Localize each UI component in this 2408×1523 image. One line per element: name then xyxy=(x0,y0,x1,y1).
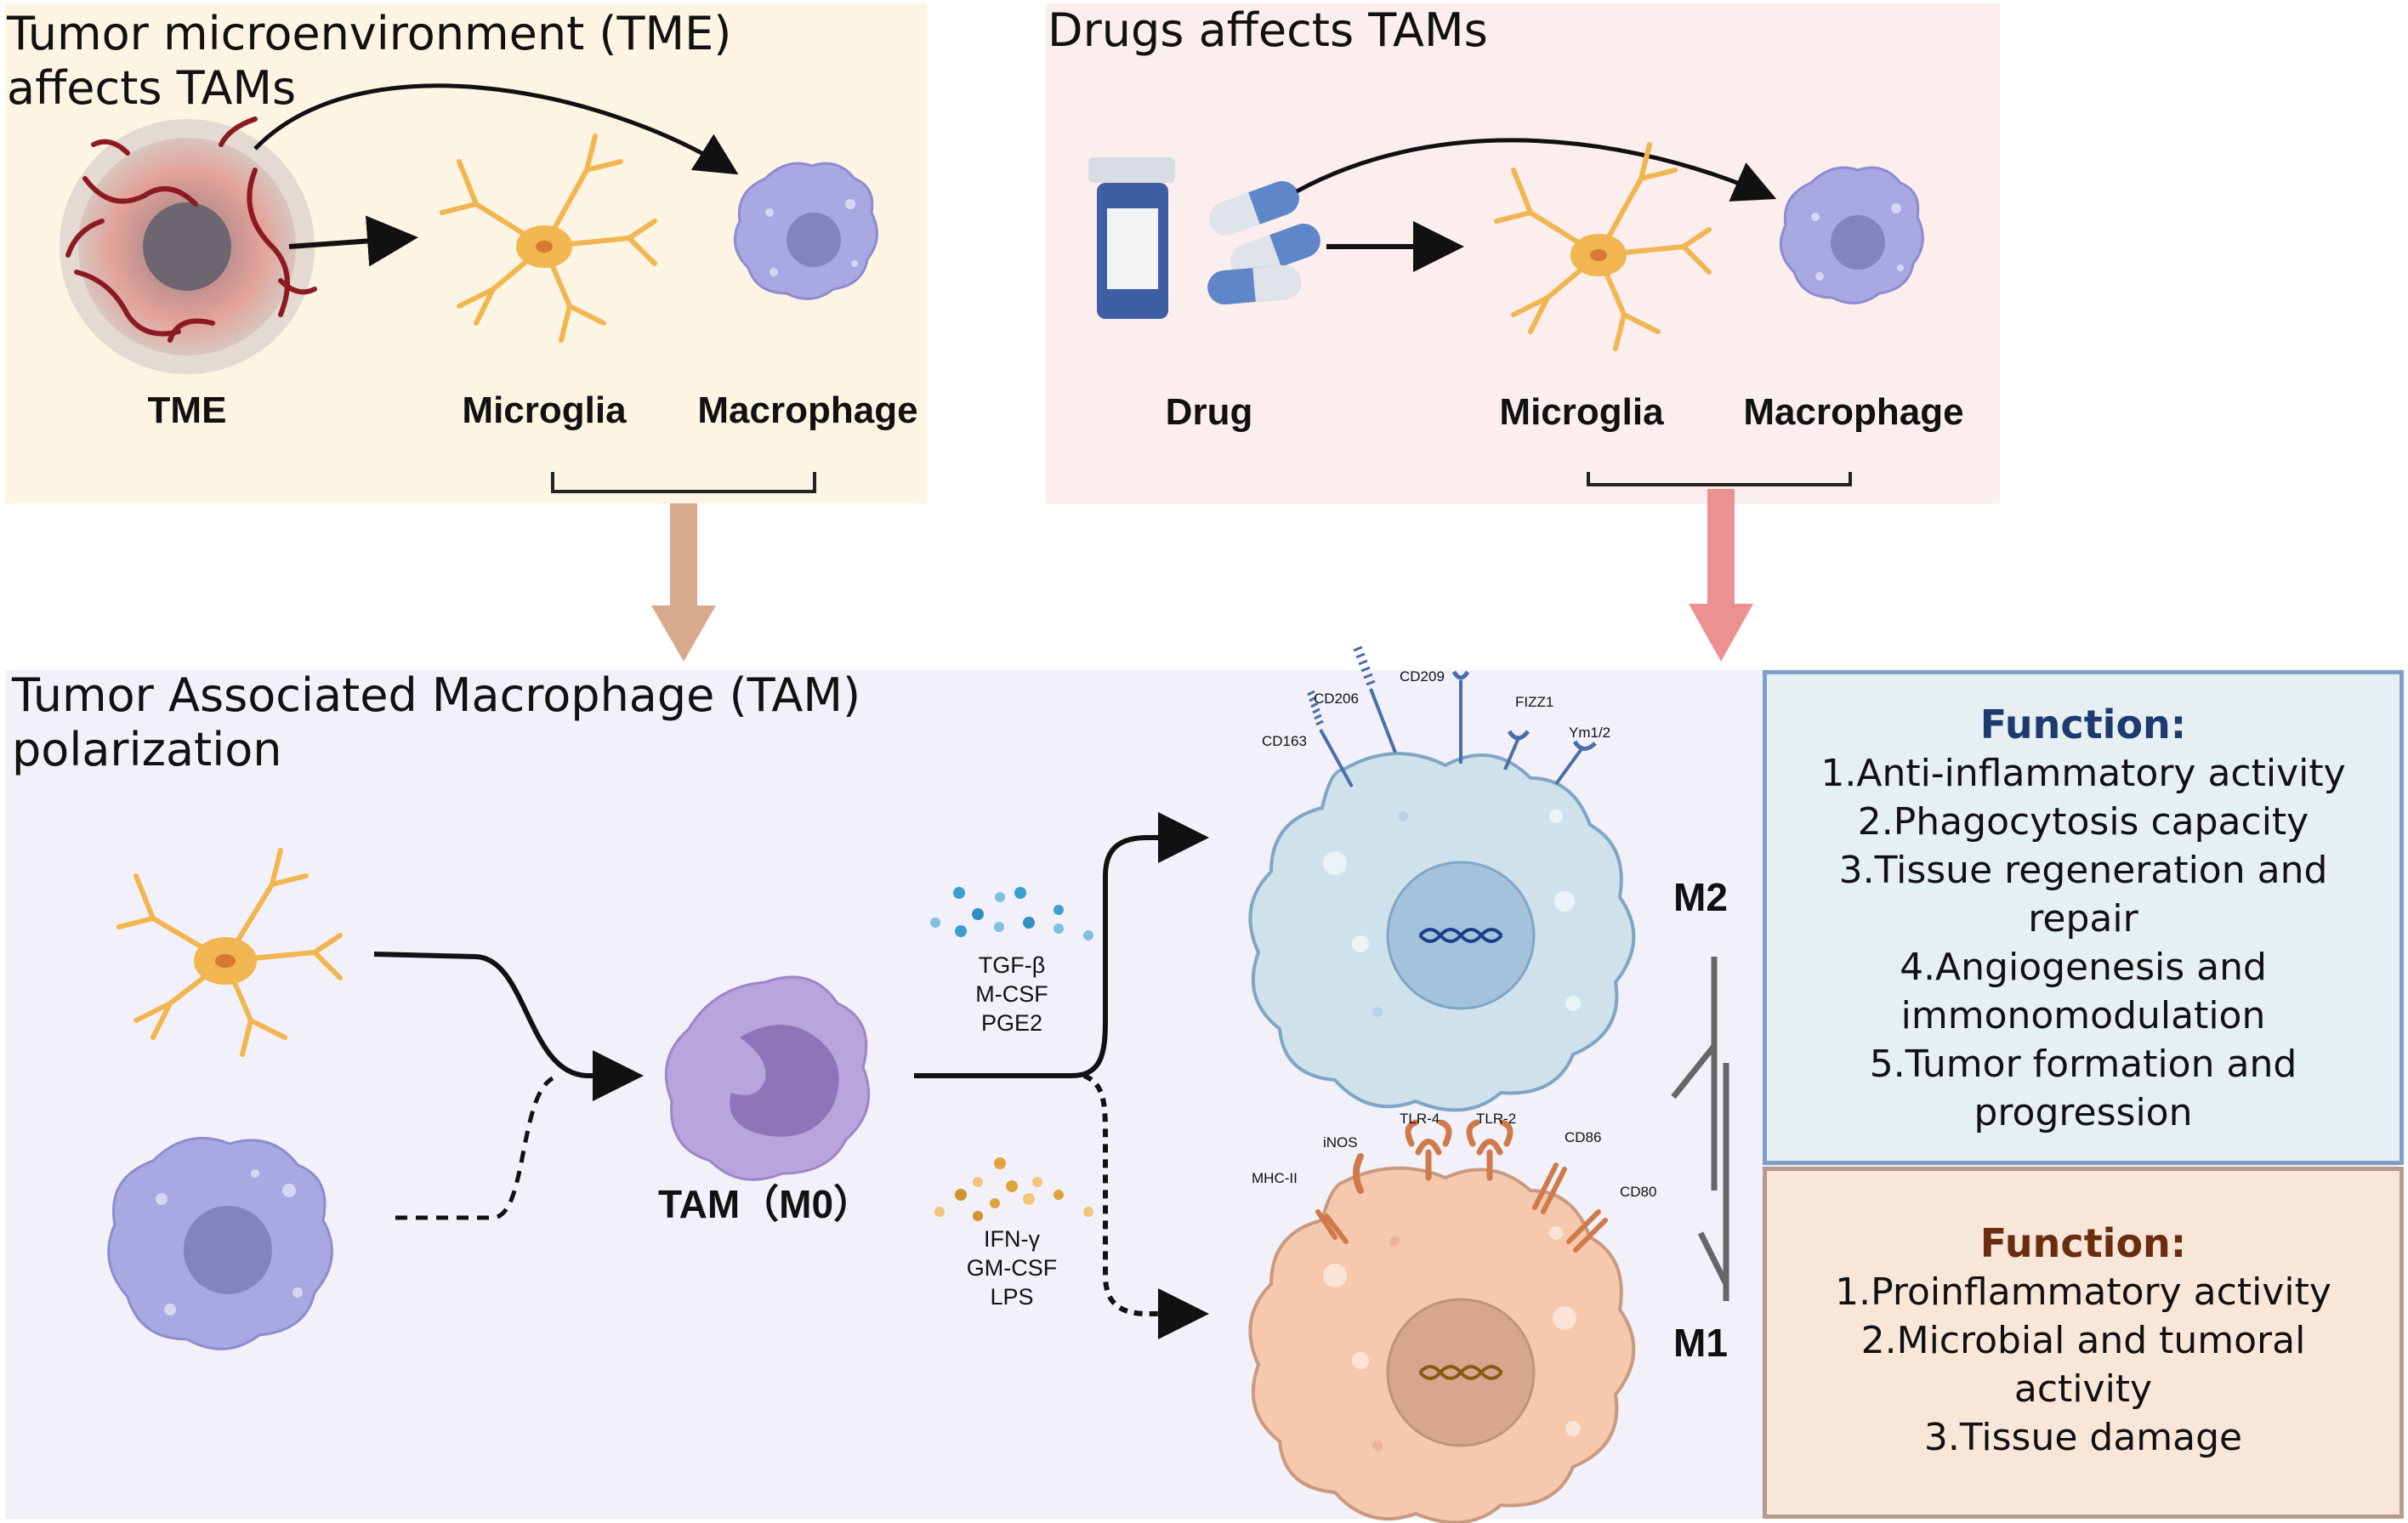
tumor-icon xyxy=(60,116,317,374)
microglia-icon-tme xyxy=(440,134,657,343)
drug-down-arrow xyxy=(1689,489,1753,662)
label-drug: Drug xyxy=(1165,391,1253,433)
drug-to-macrophage-arrow xyxy=(1295,138,1777,202)
receptor-mhc2: MHC-II xyxy=(1252,1170,1298,1186)
m2-cell xyxy=(1248,752,1636,1112)
receptor-tlr4: TLR-4 xyxy=(1400,1111,1440,1127)
receptor-cd206: CD206 xyxy=(1314,690,1359,707)
tme-title: Tumor microenvironment (TME) affects TAM… xyxy=(7,7,731,116)
tam-m0-cell xyxy=(664,975,871,1181)
tme-bracket xyxy=(551,472,816,493)
m2-function-item: 1.Anti-inflammatory activity xyxy=(1820,752,2346,795)
m2-function-item: 2.Phagocytosis capacity xyxy=(1857,800,2309,844)
tme-title-line2: affects TAMs xyxy=(7,61,297,115)
label-microglia-drug: Microglia xyxy=(1499,391,1664,433)
m2-label: M2 xyxy=(1673,875,1728,919)
equilibrium-arrows xyxy=(1671,957,1729,1301)
label-macrophage-drug: Macrophage xyxy=(1743,391,1964,433)
receptor-cd163: CD163 xyxy=(1262,733,1307,749)
m1-function-item: 2.Microbial and tumoral xyxy=(1860,1319,2306,1362)
receptor-inos: iNOS xyxy=(1323,1134,1358,1151)
tme-down-arrow xyxy=(651,503,716,662)
receptor-tlr2: TLR-2 xyxy=(1476,1111,1517,1127)
tam-m0-label: TAM（M0） xyxy=(657,1182,873,1226)
m1-cell xyxy=(1248,1166,1636,1523)
macrophage-to-tam-arrow xyxy=(395,1076,554,1220)
m1-function-item: 1.Proinflammatory activity xyxy=(1835,1270,2331,1314)
m2-function-box: Function: 1.Anti-inflammatory activity 2… xyxy=(1763,670,2404,1165)
microglia-to-tam-arrow xyxy=(373,952,644,1101)
microglia-icon-tam xyxy=(116,848,343,1057)
tam-title-line2: polarization xyxy=(12,723,282,776)
label-microglia-tme: Microglia xyxy=(462,389,627,431)
label-macrophage-tme: Macrophage xyxy=(697,389,918,431)
m1-factors: IFN-γ GM-CSF LPS xyxy=(935,1225,1088,1311)
receptor-cd209: CD209 xyxy=(1400,668,1445,685)
m2-function-item: 5.Tumor formation and xyxy=(1869,1043,2297,1086)
tam-title-line1: Tumor Associated Macrophage (TAM) xyxy=(12,668,861,722)
m1-function-box: Function: 1.Proinflammatory activity 2.M… xyxy=(1763,1167,2404,1519)
tme-to-macrophage-arrow xyxy=(253,83,739,175)
tam-to-m1-arrow xyxy=(1082,1073,1209,1339)
m2-receptors xyxy=(1307,645,1597,787)
receptor-cd86: CD86 xyxy=(1565,1129,1602,1145)
capsules-icon xyxy=(1207,181,1320,305)
tme-title-line1: Tumor microenvironment (TME) xyxy=(7,7,732,60)
m1-factor-2: GM-CSF xyxy=(966,1255,1058,1281)
receptor-fizz1: FIZZ1 xyxy=(1515,694,1554,710)
drug-title: Drugs affects TAMs xyxy=(1048,3,1488,57)
tam-title: Tumor Associated Macrophage (TAM) polari… xyxy=(12,668,860,777)
m2-factors: TGF-β M-CSF PGE2 xyxy=(935,951,1088,1037)
drug-bracket xyxy=(1587,472,1852,486)
microglia-icon-drug xyxy=(1494,142,1712,351)
m1-factor-3: LPS xyxy=(990,1284,1034,1310)
m2-function-item: 4.Angiogenesis and xyxy=(1900,946,2267,989)
m1-receptors xyxy=(1315,1119,1608,1253)
m2-factor-2: M-CSF xyxy=(975,981,1048,1007)
m2-function-item: 3.Tissue regeneration and xyxy=(1838,849,2328,892)
macrophage-icon-tme xyxy=(733,162,878,300)
m1-function-item: activity xyxy=(2013,1367,2153,1411)
m2-function-heading: Function: xyxy=(1979,702,2187,747)
macrophage-icon-tam xyxy=(107,1136,333,1350)
receptor-ym12: Ym1/2 xyxy=(1569,725,1611,741)
m1-label: M1 xyxy=(1673,1321,1728,1365)
m2-factor-dots xyxy=(930,887,1093,941)
macrophage-icon-drug xyxy=(1779,166,1924,304)
m1-factor-dots xyxy=(934,1157,1093,1221)
m2-factor-1: TGF-β xyxy=(978,952,1046,978)
m1-function-heading: Function: xyxy=(1979,1220,2187,1266)
m2-function-item: progression xyxy=(1974,1091,2193,1134)
tme-to-microglia-arrow xyxy=(288,215,418,267)
m2-function-item: immonomodulation xyxy=(1900,994,2266,1037)
pill-bottle-icon xyxy=(1088,157,1175,319)
m2-factor-3: PGE2 xyxy=(980,1010,1043,1036)
label-tme: TME xyxy=(147,389,227,431)
receptor-cd80: CD80 xyxy=(1620,1184,1657,1200)
tam-to-m2-arrow xyxy=(914,812,1209,1078)
m1-function-item: 3.Tissue damage xyxy=(1923,1416,2243,1459)
m2-function-item: repair xyxy=(2028,897,2138,941)
m1-factor-1: IFN-γ xyxy=(984,1226,1040,1252)
